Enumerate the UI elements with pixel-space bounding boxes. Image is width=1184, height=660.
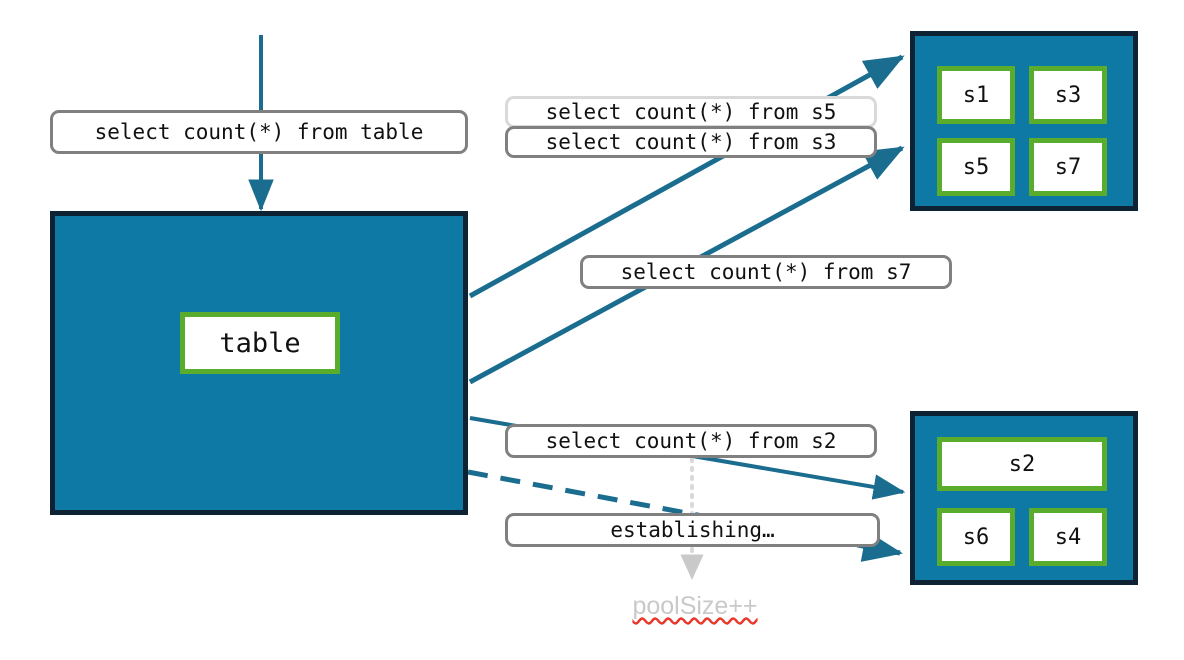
node-table[interactable]: table <box>180 312 340 374</box>
status-label-establishing[interactable]: establishing… <box>505 513 880 547</box>
node-s1[interactable]: s1 <box>937 66 1015 124</box>
node-s2-label: s2 <box>1008 451 1036 477</box>
pool-size-annotation: poolSize++ <box>600 592 790 621</box>
node-s4[interactable]: s4 <box>1029 508 1107 566</box>
node-s1-label: s1 <box>962 82 990 108</box>
status-label-establishing-text: establishing… <box>610 518 775 542</box>
query-label-s3-text: select count(*) from s3 <box>545 130 837 154</box>
query-label-s5-text: select count(*) from s5 <box>545 100 837 124</box>
node-s7[interactable]: s7 <box>1029 138 1107 196</box>
node-s6[interactable]: s6 <box>937 508 1015 566</box>
query-label-s2[interactable]: select count(*) from s2 <box>505 424 877 458</box>
node-s6-label: s6 <box>962 524 990 550</box>
node-table-label: table <box>219 327 301 359</box>
node-s5-label: s5 <box>962 154 990 180</box>
node-s3-label: s3 <box>1054 82 1082 108</box>
node-s7-label: s7 <box>1054 154 1082 180</box>
query-label-s7-text: select count(*) from s7 <box>620 260 912 284</box>
query-label-table[interactable]: select count(*) from table <box>50 110 468 154</box>
query-label-s2-text: select count(*) from s2 <box>545 429 837 453</box>
query-label-s3[interactable]: select count(*) from s3 <box>505 126 877 158</box>
query-label-s7[interactable]: select count(*) from s7 <box>580 255 952 289</box>
pool-size-annotation-text: poolSize++ <box>632 592 758 620</box>
query-label-table-text: select count(*) from table <box>94 120 424 144</box>
node-s4-label: s4 <box>1054 524 1082 550</box>
node-s3[interactable]: s3 <box>1029 66 1107 124</box>
node-s5[interactable]: s5 <box>937 138 1015 196</box>
query-label-s5[interactable]: select count(*) from s5 <box>505 96 877 128</box>
node-s2[interactable]: s2 <box>937 437 1107 491</box>
